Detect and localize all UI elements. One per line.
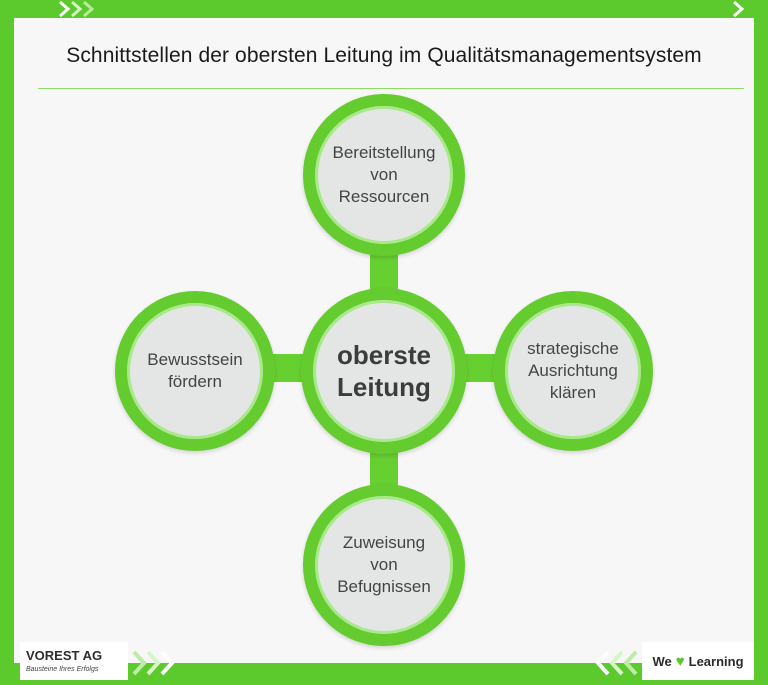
chevron-bottom-left-icon — [132, 650, 175, 676]
node-top: Bereitstellung von Ressourcen — [303, 94, 465, 256]
chevron-top-right-icon — [733, 0, 745, 18]
node-right-label: strategische Ausrichtung klären — [527, 339, 619, 402]
node-center-label: oberste Leitung — [337, 340, 431, 402]
tag-learning: Learning — [688, 653, 744, 669]
node-bottom: Zuweisung von Befugnissen — [303, 484, 465, 646]
content-panel: Schnittstellen der obersten Leitung im Q… — [14, 18, 754, 663]
chevron-top-left-icon — [59, 0, 95, 18]
node-left: Bewusstsein fördern — [115, 291, 275, 451]
chevron-bottom-right-icon — [595, 650, 638, 676]
logo-tagline: Bausteine Ihres Erfolgs — [26, 666, 99, 673]
heart-icon: ♥ — [675, 652, 685, 670]
we-love-learning-tag: We ♥ Learning — [642, 642, 754, 680]
vorest-logo: VOREST AG Bausteine Ihres Erfolgs — [20, 642, 128, 680]
node-center: oberste Leitung — [301, 288, 467, 454]
logo-name: VOREST AG — [26, 648, 103, 663]
page-title: Schnittstellen der obersten Leitung im Q… — [66, 44, 702, 67]
title-divider — [38, 88, 744, 89]
node-right: strategische Ausrichtung klären — [493, 291, 653, 451]
tag-we: We — [652, 653, 672, 669]
node-left-label: Bewusstsein fördern — [147, 350, 243, 391]
node-bottom-label: Zuweisung von Befugnissen — [337, 533, 431, 596]
node-top-label: Bereitstellung von Ressourcen — [332, 143, 436, 206]
